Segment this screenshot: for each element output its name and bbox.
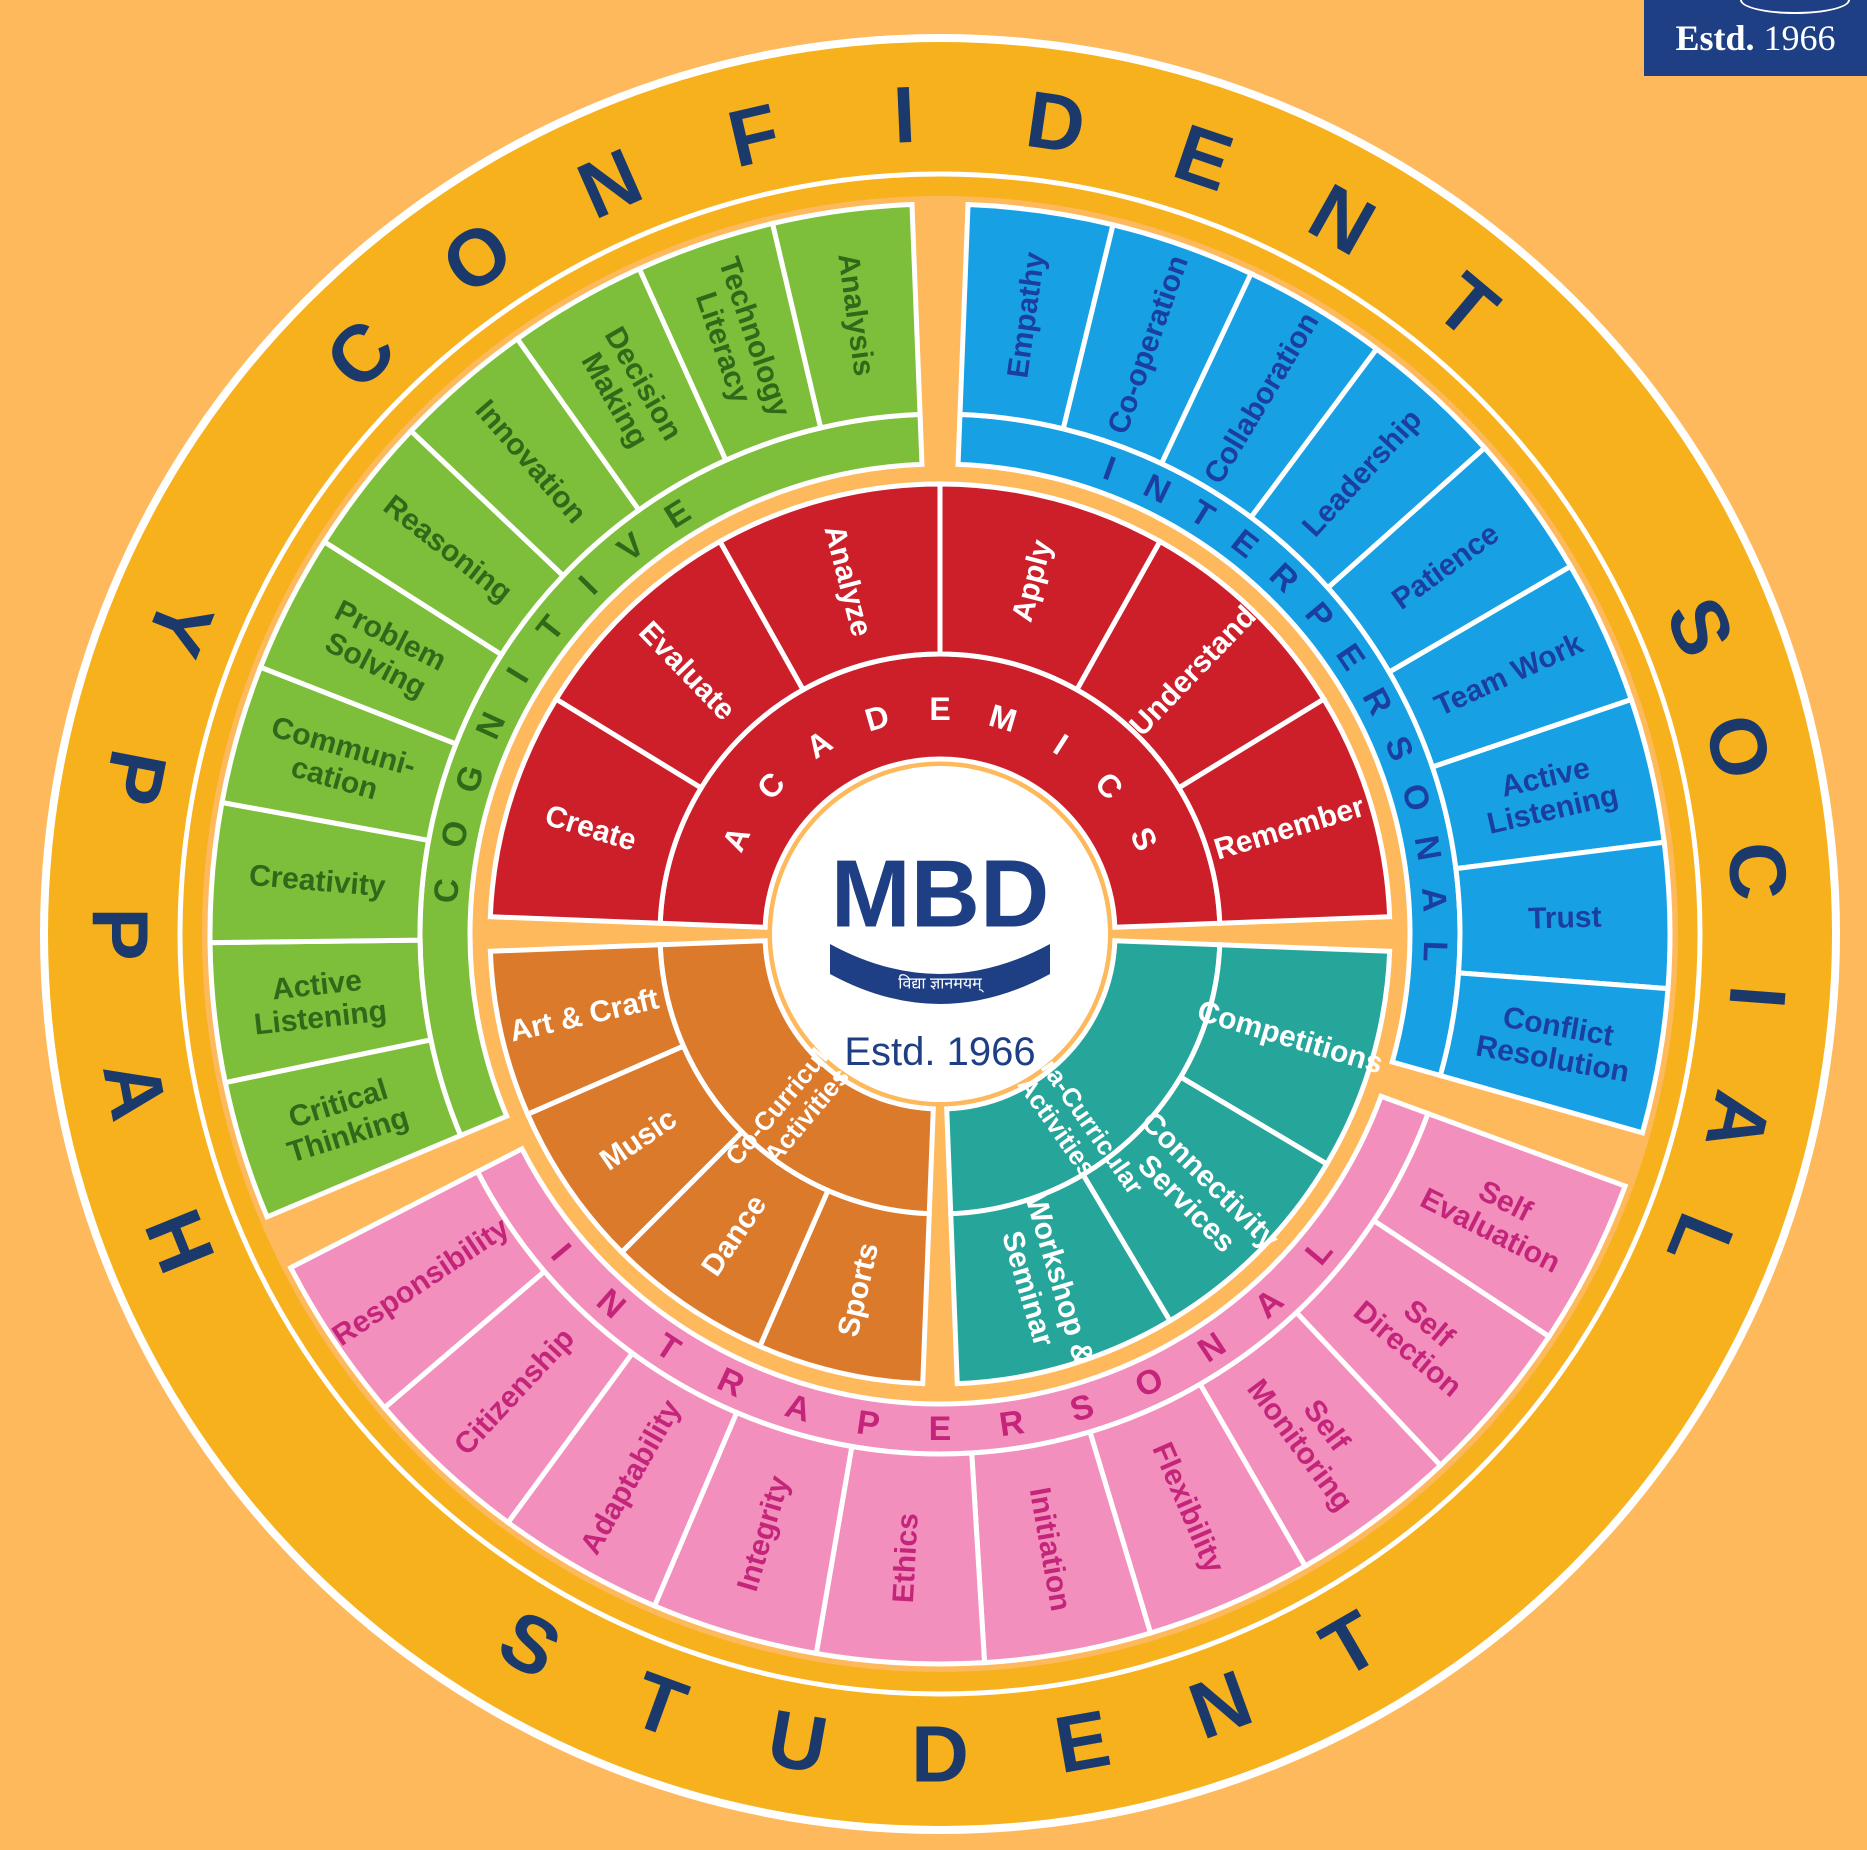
- intrapersonal-item-label: Ethics: [887, 1512, 925, 1604]
- academics-segment: [1175, 695, 1393, 926]
- center-motto: विद्या ज्ञानमयम्: [898, 974, 984, 994]
- svg-text:D: D: [911, 1710, 969, 1799]
- svg-text:P: P: [854, 1403, 882, 1444]
- center-disc: [772, 766, 1108, 1102]
- svg-text:C: C: [427, 877, 467, 905]
- co-curricular-segment: [487, 942, 687, 1118]
- badge-estd-year: 1966: [1763, 18, 1836, 58]
- svg-text:R: R: [997, 1403, 1027, 1444]
- center-logo-letters: MBD: [831, 841, 1050, 948]
- outer-ring-arrow-line: [177, 171, 1703, 1697]
- svg-text:A: A: [1414, 886, 1454, 913]
- svg-text:L: L: [1415, 940, 1454, 962]
- cognitive-segment: [769, 201, 923, 431]
- svg-text:E: E: [929, 691, 950, 727]
- center-motto-banner: [830, 944, 1050, 1004]
- svg-text:Ethics: Ethics: [887, 1512, 925, 1604]
- svg-text:C: C: [1711, 839, 1804, 903]
- center-estd: Estd. 1966: [844, 1030, 1035, 1074]
- intrapersonal-segment: [287, 1168, 548, 1412]
- interpersonal-segment: [1437, 970, 1671, 1136]
- estd-badge: Estd. 1966: [1644, 0, 1867, 76]
- svg-text:E: E: [929, 1410, 952, 1448]
- interpersonal-item-label: Trust: [1528, 901, 1602, 936]
- extra-curricular-segment: [948, 1171, 1174, 1387]
- svg-text:Trust: Trust: [1528, 901, 1602, 936]
- svg-text:P: P: [76, 907, 165, 960]
- badge-estd-label: Estd.: [1675, 18, 1755, 58]
- svg-text:I: I: [891, 70, 917, 160]
- svg-text:D: D: [1021, 74, 1091, 170]
